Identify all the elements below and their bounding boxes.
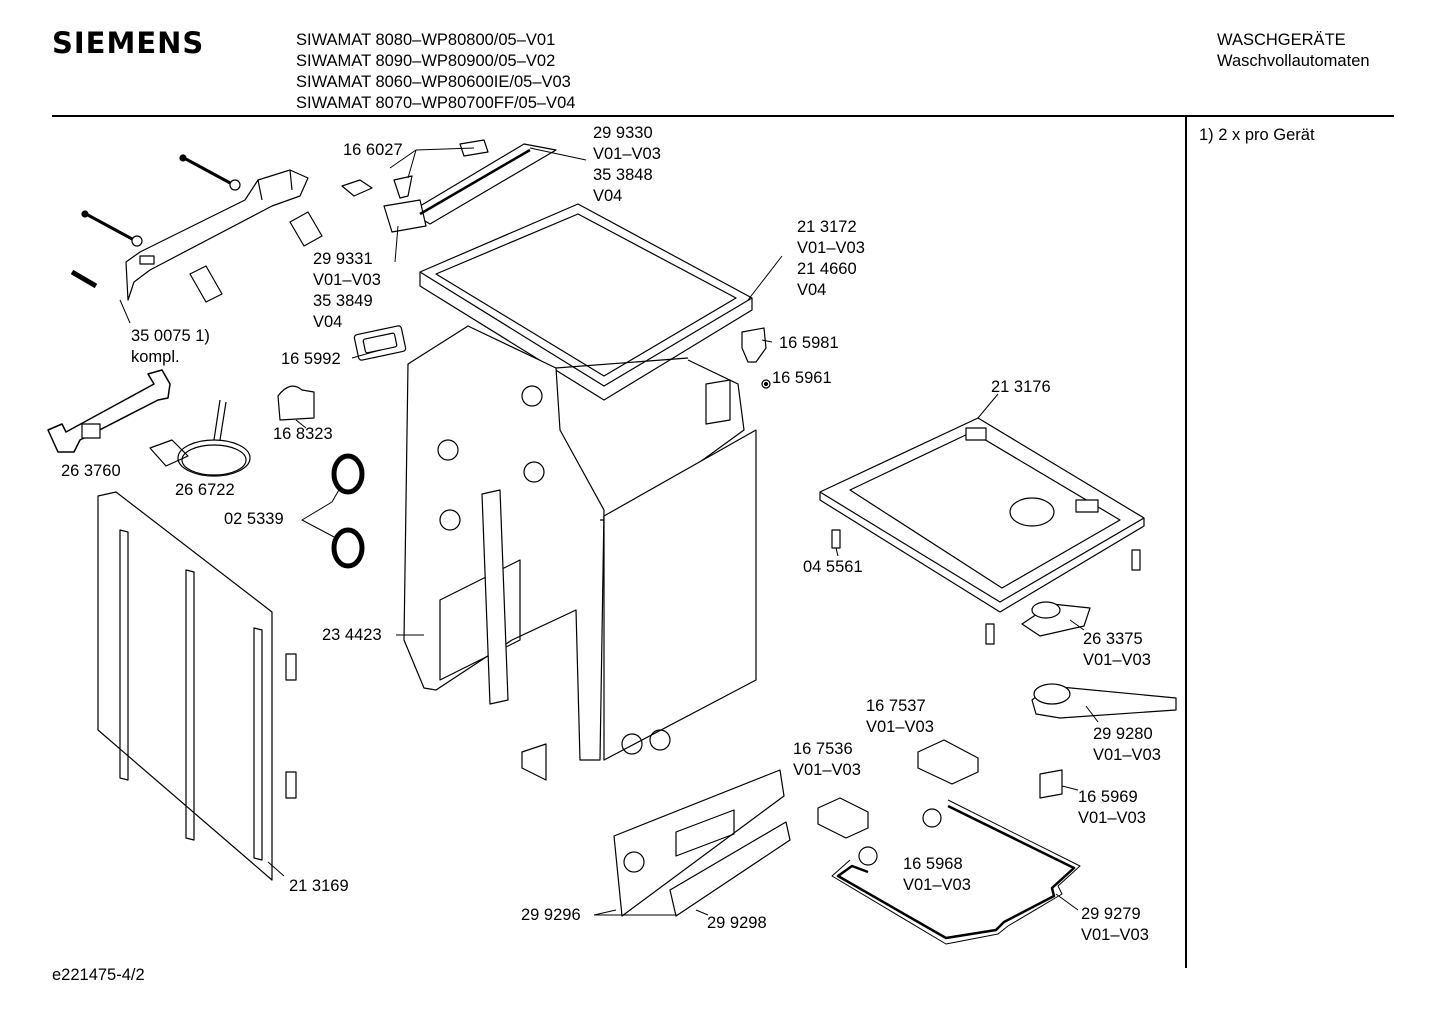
category-line: Waschvollautomaten <box>1217 52 1370 70</box>
model-line: SIWAMAT 8060–WP80600IE/05–V03 <box>296 73 571 91</box>
model-line: SIWAMAT 8080–WP80800/05–V01 <box>296 31 556 49</box>
category-line: WASCHGERÄTE <box>1217 31 1346 49</box>
screws <box>831 529 1141 645</box>
part-label-165992: 16 5992 <box>281 350 341 368</box>
part-label-213176: 21 3176 <box>991 378 1051 396</box>
wrench-and-cord <box>47 369 251 477</box>
part-label-213169: 21 3169 <box>289 877 349 895</box>
model-line: SIWAMAT 8070–WP80700FF/05–V04 <box>296 94 576 112</box>
model-list: SIWAMAT 8080–WP80800/05–V01 SIWAMAT 8090… <box>296 30 575 114</box>
part-label-234423: 23 4423 <box>322 626 382 644</box>
side-panel <box>97 491 297 881</box>
part-label-299298: 29 9298 <box>707 914 767 932</box>
small-parts <box>277 325 771 421</box>
part-label-299296: 29 9296 <box>521 906 581 924</box>
brand-logo: SIEMENS <box>52 26 205 60</box>
part-label-165981: 16 5981 <box>779 334 839 352</box>
door-lock-parts <box>341 139 557 233</box>
electronics <box>817 739 979 866</box>
part-label-165961: 16 5961 <box>772 369 832 387</box>
header-divider <box>52 115 1394 117</box>
cabinet-frame <box>403 325 757 781</box>
mounting-bracket-assembly <box>70 154 323 303</box>
part-label-045561: 04 5561 <box>803 558 863 576</box>
part-label-168323: 16 8323 <box>273 425 333 443</box>
leader-lines <box>119 147 1099 916</box>
control-panel <box>613 769 791 917</box>
pump-parts <box>1021 601 1177 799</box>
worktop-lid <box>419 203 753 401</box>
model-line: SIWAMAT 8090–WP80900/05–V02 <box>296 52 556 70</box>
notes-divider <box>1185 115 1187 968</box>
part-label-263760: 26 3760 <box>61 462 121 480</box>
wire-harness <box>831 799 1081 945</box>
category: WASCHGERÄTE Waschvollautomaten <box>1217 30 1370 72</box>
part-label-166027: 16 6027 <box>343 141 403 159</box>
base-frame <box>819 417 1145 613</box>
footnote: 1) 2 x pro Gerät <box>1199 126 1315 144</box>
document-id: e221475-4/2 <box>52 966 145 984</box>
part-label-025339: 02 5339 <box>224 510 284 528</box>
part-label-266722: 26 6722 <box>175 481 235 499</box>
part-label-350075: 35 0075 1)kompl. <box>131 327 210 366</box>
door-seals <box>331 453 365 569</box>
